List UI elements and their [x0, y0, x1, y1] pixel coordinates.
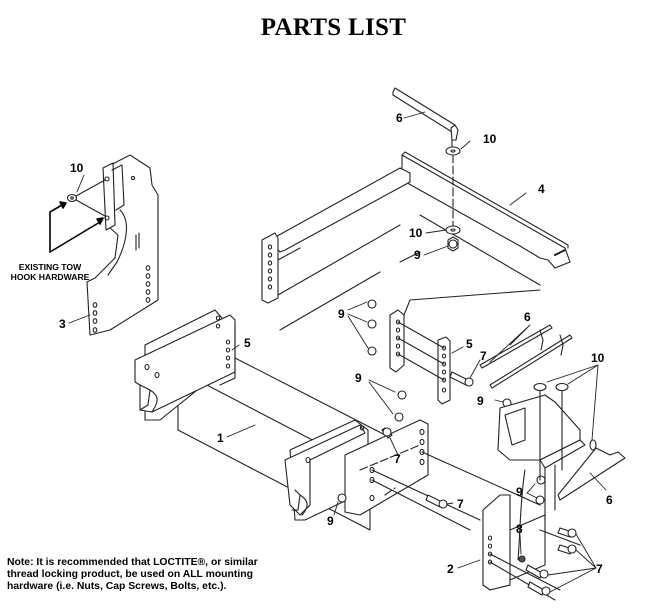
callout-7: 7	[457, 497, 464, 511]
part-2-plate	[344, 419, 581, 601]
bolts-7	[381, 371, 577, 596]
callout-5: 5	[466, 337, 473, 351]
callout-10: 10	[591, 351, 605, 365]
callout-8: 8	[516, 522, 523, 536]
callout-3: 3	[59, 317, 66, 331]
callout-10: 10	[70, 161, 84, 175]
part-4-frame	[261, 151, 571, 331]
callout-4: 4	[538, 182, 545, 196]
existing-hardware-line-2: HOOK HARDWARE	[10, 272, 90, 282]
note-line-3: hardware (i.e. Nuts, Cap Screws, Bolts, …	[7, 581, 227, 592]
washer-10-left	[66, 193, 78, 203]
callout-9: 9	[355, 371, 362, 385]
callout-6: 6	[396, 111, 403, 125]
note-line-1: Note: It is recommended that LOCTITE®, o…	[7, 557, 258, 568]
callout-9: 9	[477, 394, 484, 408]
callout-1: 1	[217, 431, 224, 445]
callout-9: 9	[327, 514, 334, 528]
callout-5: 5	[244, 336, 251, 350]
callout-9: 9	[414, 248, 421, 262]
callout-7: 7	[394, 452, 401, 466]
nuts-9	[337, 239, 546, 505]
callout-7: 7	[480, 349, 487, 363]
washer-8	[518, 555, 526, 563]
callout-2: 2	[447, 562, 454, 576]
loctite-note: Note: It is recommended that LOCTITE®, o…	[7, 557, 297, 593]
existing-hardware-arrows	[49, 201, 104, 253]
callout-6: 6	[606, 493, 613, 507]
part-5-plates	[337, 239, 577, 596]
callout-6: 6	[524, 310, 531, 324]
callout-10: 10	[409, 226, 423, 240]
existing-tow-hook-hardware-label: EXISTING TOW HOOK HARDWARE	[4, 262, 96, 282]
note-line-2: thread locking product, be used on ALL m…	[7, 569, 253, 580]
callout-9: 9	[338, 307, 345, 321]
page-title: PARTS LIST	[260, 14, 407, 41]
existing-hardware-line-1: EXISTING TOW	[18, 262, 82, 272]
bracket-holes	[92, 265, 151, 333]
callout-7: 7	[596, 562, 603, 576]
leader-lines	[68, 111, 607, 593]
part-3-bracket	[66, 154, 159, 336]
right-bracket	[479, 324, 626, 561]
callout-10: 10	[483, 132, 497, 146]
callout-9: 9	[516, 485, 523, 499]
